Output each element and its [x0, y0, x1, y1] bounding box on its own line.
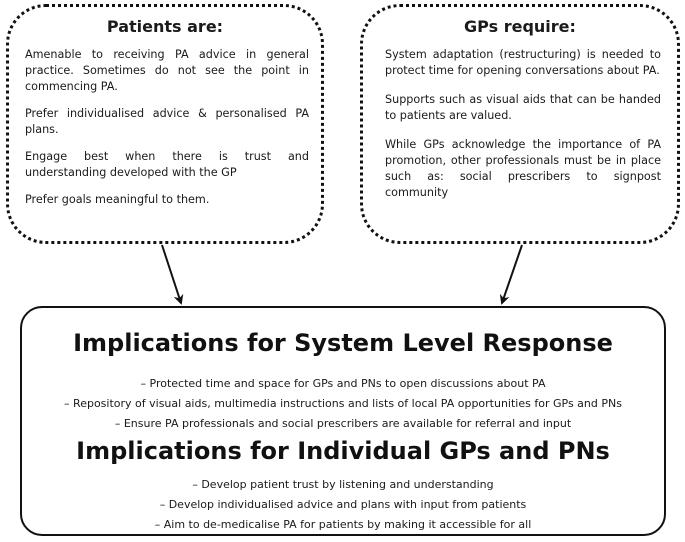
patients-box: Patients are: Amenable to receiving PA a… — [6, 4, 324, 244]
patients-item: Engage best when there is trust and unde… — [25, 150, 309, 179]
system-heading: Implications for System Level Response — [73, 329, 613, 357]
gps-item: Supports such as visual aids that can be… — [385, 93, 661, 122]
patients-title: Patients are: — [106, 17, 224, 36]
right-arrow — [499, 244, 523, 305]
implications-box: Implications for System Level Response –… — [20, 306, 666, 536]
left-arrow — [161, 244, 184, 305]
individual-heading: Implications for Individual GPs and PNs — [76, 437, 610, 465]
patients-item: Prefer goals meaningful to them. — [25, 193, 210, 206]
system-item: – Protected time and space for GPs and P… — [140, 377, 546, 390]
gps-item: System adaptation (restructuring) is nee… — [385, 48, 661, 77]
individual-item: – Aim to de-medicalise PA for patients b… — [154, 518, 532, 531]
system-item: – Ensure PA professionals and social pre… — [114, 417, 572, 430]
individual-item: – Develop patient trust by listening and… — [192, 478, 494, 491]
individual-item: – Develop individualised advice and plan… — [159, 498, 527, 511]
gps-list: System adaptation (restructuring) is nee… — [385, 47, 661, 214]
patients-list: Amenable to receiving PA advice in gener… — [25, 47, 309, 219]
system-item: – Repository of visual aids, multimedia … — [64, 397, 622, 410]
gps-box: GPs require: System adaptation (restruct… — [360, 4, 680, 244]
patients-item: Amenable to receiving PA advice in gener… — [25, 48, 309, 93]
gps-item: While GPs acknowledge the importance of … — [385, 138, 661, 199]
patients-item: Prefer individualised advice & personali… — [25, 107, 309, 136]
gps-title: GPs require: — [464, 17, 576, 36]
